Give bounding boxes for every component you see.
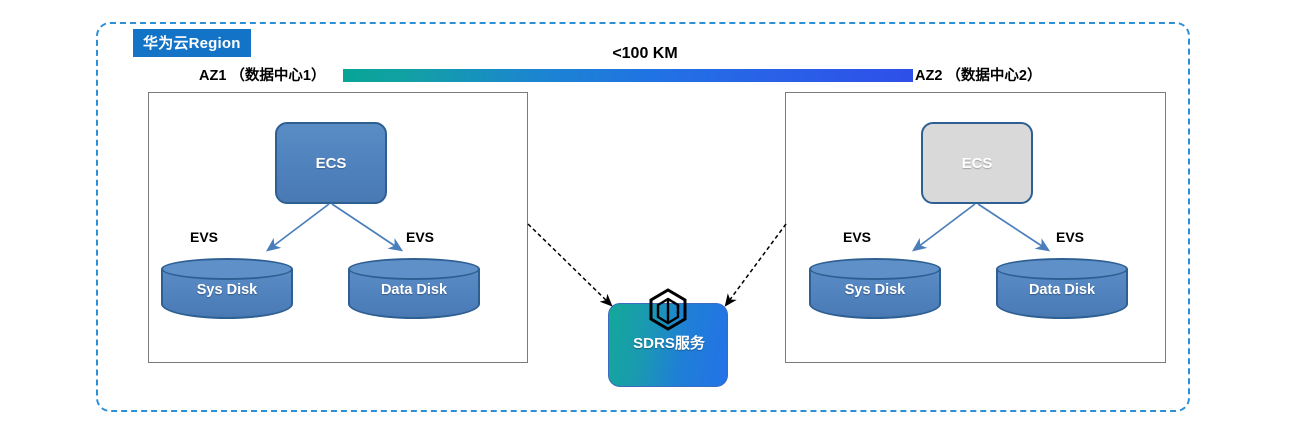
distance-label: <100 KM (612, 45, 678, 62)
az1-data-disk-node[interactable]: Data Disk (348, 258, 480, 320)
az1-evs-data-label: EVS (406, 229, 435, 245)
hexagon-cube-icon (649, 288, 687, 331)
az1-ecs-node[interactable]: ECS (275, 122, 387, 204)
cylinder-top (996, 258, 1128, 280)
az2-sys-disk-node[interactable]: Sys Disk (809, 258, 941, 320)
az2-label: AZ2 （数据中心2） (915, 68, 1042, 84)
az1-evs-sys-label: EVS (190, 229, 219, 245)
az1-sys-disk-node[interactable]: Sys Disk (161, 258, 293, 320)
az1-sys-disk-label: Sys Disk (196, 282, 258, 298)
az2-data-disk-label: Data Disk (1028, 282, 1096, 298)
az2-ecs-node[interactable]: ECS (921, 122, 1033, 204)
sdrs-service-label: SDRS服务 (633, 335, 705, 352)
region-tag-label: 华为云Region (133, 29, 251, 57)
az1-label: AZ1 （数据中心1） (199, 68, 326, 84)
distance-gradient-bar (343, 69, 913, 82)
cylinder-top (348, 258, 480, 280)
cylinder-top (809, 258, 941, 280)
az2-evs-data-label: EVS (1056, 229, 1085, 245)
region-frame (96, 22, 1190, 412)
az2-data-disk-node[interactable]: Data Disk (996, 258, 1128, 320)
az2-evs-sys-label: EVS (843, 229, 872, 245)
sdrs-service-node[interactable]: SDRS服务 (608, 303, 728, 387)
az2-sys-disk-label: Sys Disk (844, 282, 906, 298)
cylinder-top (161, 258, 293, 280)
az1-ecs-label: ECS (315, 154, 347, 172)
az1-data-disk-label: Data Disk (380, 282, 448, 298)
az2-ecs-label: ECS (961, 154, 993, 172)
